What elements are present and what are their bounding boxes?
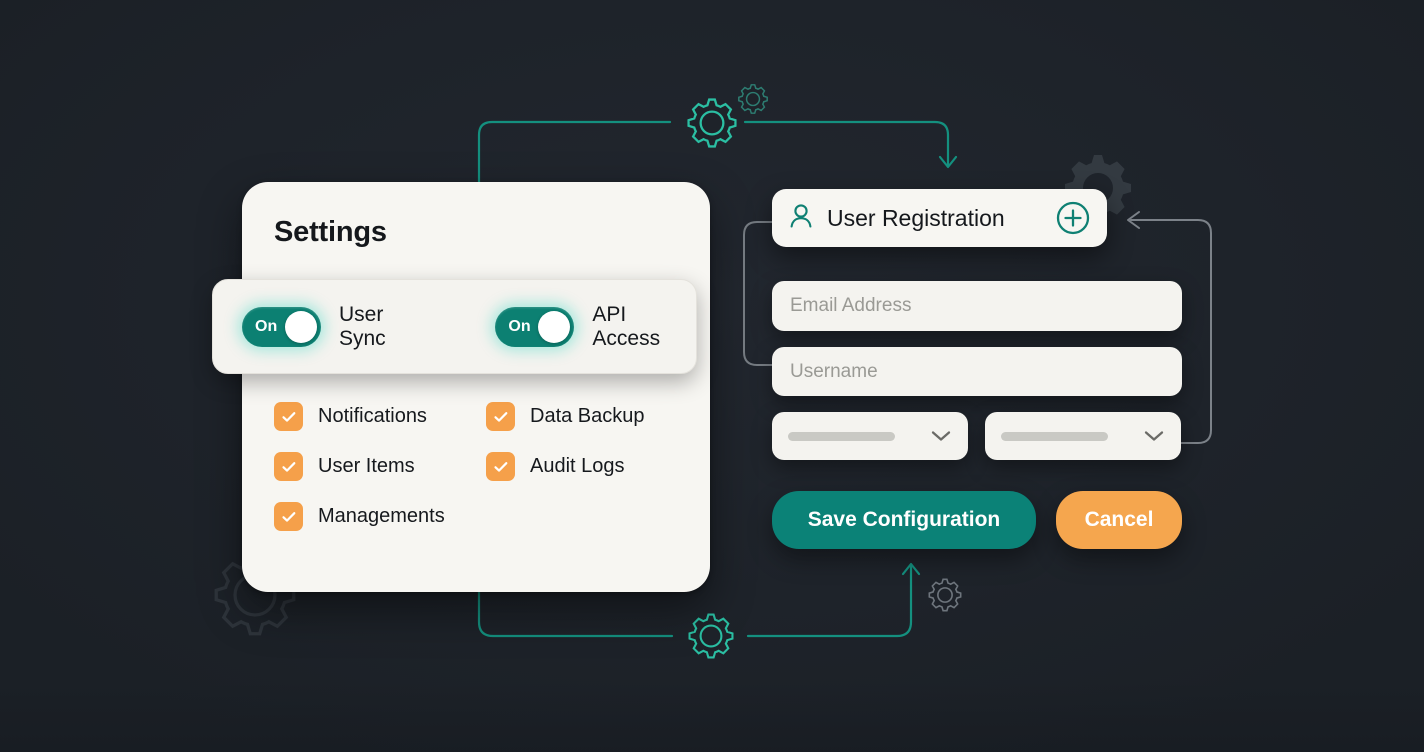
connector-top-teal-right: [743, 120, 950, 167]
checkbox-row-audit-logs[interactable]: Audit Logs: [486, 452, 678, 481]
plus-circle-icon[interactable]: [1055, 200, 1091, 236]
toggle-state-label: On: [255, 317, 278, 335]
gear-top-center-large-icon: [687, 98, 737, 148]
select-right[interactable]: [985, 412, 1181, 460]
connector-bottom-teal-right: [746, 564, 913, 638]
user-icon: [788, 202, 814, 235]
connector-left-gray-bracket: [743, 221, 806, 366]
connector-right-gray-arrow-left: [1127, 211, 1140, 229]
toggle-label-user-sync: User Sync: [338, 302, 386, 350]
checkbox-label: Audit Logs: [530, 455, 625, 477]
toggle-label-api-access: API Access: [592, 302, 661, 350]
connector-bottom-teal-left: [477, 568, 674, 638]
user-registration-header: User Registration: [772, 189, 1107, 247]
email-field-placeholder: Email Address: [790, 295, 912, 316]
toggle-knob: [284, 310, 317, 343]
select-left-value-placeholder: [788, 431, 895, 441]
page-title: Settings: [274, 216, 387, 248]
connector-bottom-teal-arrow-up: [901, 562, 921, 576]
checkbox-label: Managements: [318, 505, 445, 527]
email-field[interactable]: Email Address: [772, 281, 1182, 331]
settings-card: Settings Notifications Data Backup User …: [242, 182, 710, 592]
check-icon[interactable]: [486, 452, 515, 481]
checkbox-row-notifications[interactable]: Notifications: [274, 402, 486, 431]
connector-right-gray: [1130, 219, 1212, 444]
chevron-down-icon[interactable]: [930, 429, 952, 443]
checkbox-label: User Items: [318, 455, 415, 477]
toggle-band: On User Sync On API Access: [212, 279, 697, 374]
toggle-group-user-sync: On User Sync: [242, 303, 433, 351]
checkbox-row-data-backup[interactable]: Data Backup: [486, 402, 678, 431]
chevron-down-icon[interactable]: [1143, 429, 1165, 443]
gear-bottom-center-icon: [688, 613, 734, 659]
check-icon[interactable]: [274, 502, 303, 531]
toggle-knob: [538, 310, 571, 343]
panel-title: User Registration: [827, 204, 1005, 231]
checkbox-row-user-items[interactable]: User Items: [274, 452, 486, 481]
check-icon[interactable]: [486, 402, 515, 431]
connector-top-teal-left: [477, 120, 672, 232]
username-field-placeholder: Username: [790, 360, 878, 382]
gear-bottom-right-small-icon: [928, 578, 962, 612]
checkbox-label: Notifications: [318, 405, 427, 427]
toggle-group-api-access: On API Access: [495, 303, 696, 351]
connector-top-teal-arrow-down: [938, 155, 958, 169]
cancel-button[interactable]: Cancel: [1056, 491, 1182, 549]
gear-top-center-small-icon: [738, 84, 768, 114]
toggle-api-access[interactable]: On: [495, 306, 575, 347]
checkbox-row-managements[interactable]: Managements: [274, 502, 486, 531]
settings-checkbox-grid: Notifications Data Backup User Items Aud…: [274, 402, 678, 531]
checkbox-label: Data Backup: [530, 405, 645, 427]
select-right-value-placeholder: [1001, 431, 1108, 441]
username-field[interactable]: Username: [772, 347, 1182, 396]
toggle-user-sync[interactable]: On: [242, 306, 321, 347]
check-icon[interactable]: [274, 402, 303, 431]
save-configuration-button[interactable]: Save Configuration: [772, 491, 1036, 549]
check-icon[interactable]: [274, 452, 303, 481]
toggle-state-label: On: [508, 317, 531, 335]
select-left[interactable]: [772, 412, 968, 460]
